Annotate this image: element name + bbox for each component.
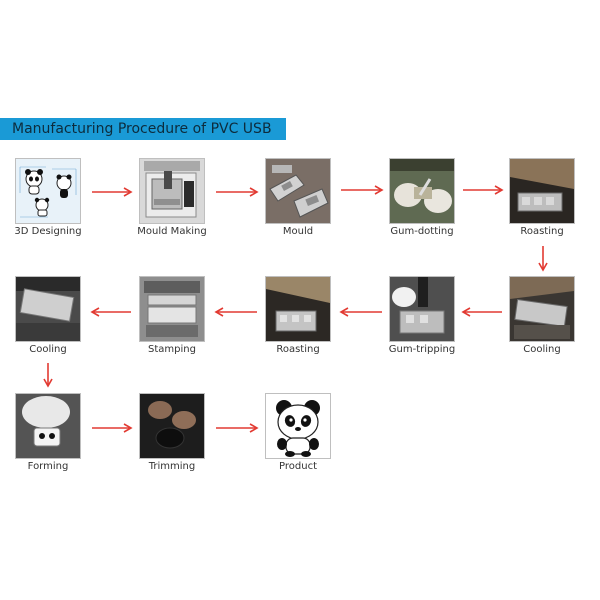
mould-icon <box>265 158 331 224</box>
step-label: Forming <box>27 461 69 472</box>
cooling-press-icon <box>509 276 575 342</box>
step-3d-designing: 3D Designing <box>11 158 85 238</box>
step-label: Cooling <box>523 344 561 355</box>
step-mould-making: Mould Making <box>135 158 209 238</box>
step-forming: Forming <box>11 393 85 473</box>
cnc-machine-icon <box>139 158 205 224</box>
trimming-hands-icon <box>139 393 205 459</box>
step-roasting-1: Roasting <box>505 158 579 238</box>
oven-tray-icon <box>265 276 331 342</box>
step-label: Gum-tripping <box>388 344 456 355</box>
cooling-plate-icon <box>15 276 81 342</box>
step-label: Mould Making <box>137 226 207 237</box>
step-cooling-2: Cooling <box>505 276 579 356</box>
step-label: Gum-dotting <box>390 226 454 237</box>
gum-tripping-icon <box>389 276 455 342</box>
stamping-press-icon <box>139 276 205 342</box>
step-cooling-1: Cooling <box>11 276 85 356</box>
title-banner <box>0 118 286 140</box>
oven-icon <box>509 158 575 224</box>
panda-cad-icon <box>15 158 81 224</box>
step-gum-tripping: Gum-tripping <box>385 276 459 356</box>
step-label: 3D Designing <box>14 226 82 237</box>
step-roasting-2: Roasting <box>261 276 335 356</box>
step-stamping: Stamping <box>135 276 209 356</box>
panda-usb-icon <box>265 393 331 459</box>
page-title: Manufacturing Procedure of PVC USB <box>12 121 272 137</box>
step-label: Cooling <box>29 344 67 355</box>
forming-hand-icon <box>15 393 81 459</box>
step-label: Product <box>279 461 317 472</box>
step-label: Mould <box>282 226 314 237</box>
step-label: Roasting <box>276 344 320 355</box>
step-label: Stamping <box>148 344 196 355</box>
step-product: Product <box>261 393 335 473</box>
step-gum-dotting: Gum-dotting <box>385 158 459 238</box>
gum-dotting-icon <box>389 158 455 224</box>
step-label: Roasting <box>520 226 564 237</box>
step-trimming: Trimming <box>135 393 209 473</box>
step-label: Trimming <box>148 461 196 472</box>
step-mould: Mould <box>261 158 335 238</box>
